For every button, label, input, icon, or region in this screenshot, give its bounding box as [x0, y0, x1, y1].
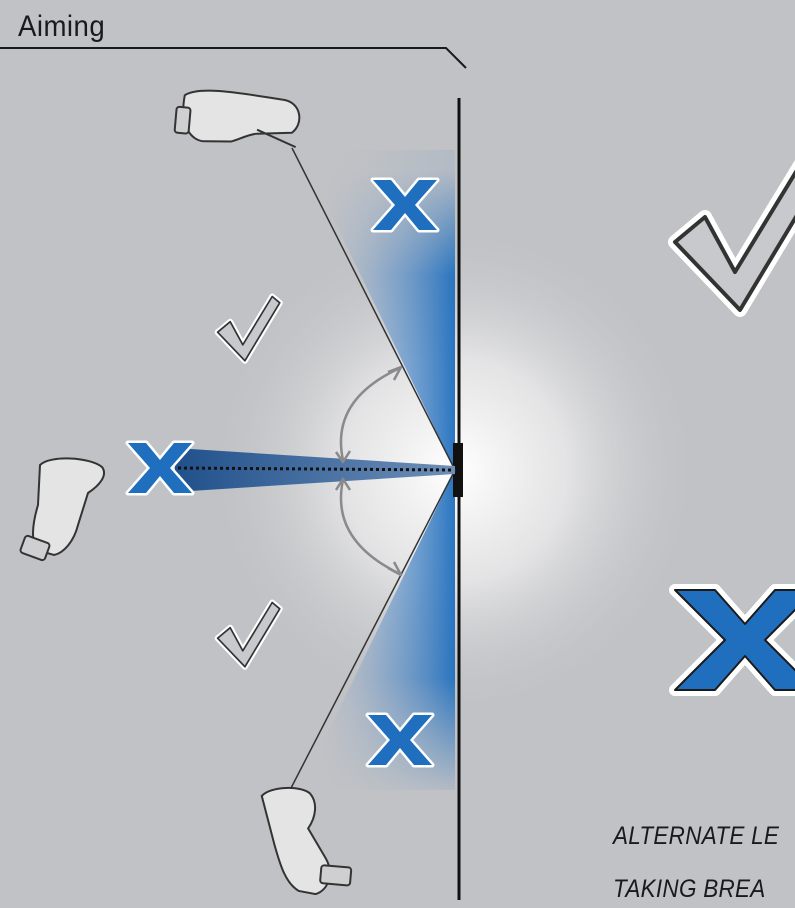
barcode-target — [453, 443, 463, 497]
heading-rule — [0, 47, 467, 69]
check-mark-icon — [214, 599, 283, 670]
perpendicular-beam — [175, 448, 455, 492]
bottom-scan-line — [289, 469, 456, 791]
x-mark-icon — [669, 584, 795, 696]
perpendicular-dotted-line — [177, 466, 453, 472]
note-line-2: TAKING BREA — [613, 875, 766, 903]
scanner-bottom-icon — [260, 786, 353, 896]
check-mark-icon — [214, 293, 283, 364]
top-scan-line — [291, 147, 456, 471]
x-mark-icon — [365, 712, 435, 768]
lower-angle-arrow — [334, 477, 403, 577]
check-mark-icon — [668, 159, 795, 317]
note-line-1: ALTERNATE LE — [613, 822, 780, 850]
lower-glare-band — [300, 470, 455, 790]
scanner-top-icon — [173, 89, 301, 149]
x-mark-icon — [370, 177, 440, 233]
section-title: Aiming — [18, 10, 106, 43]
scanner-middle-icon — [19, 457, 106, 562]
x-mark-icon — [125, 440, 195, 496]
upper-angle-arrow — [334, 365, 403, 464]
